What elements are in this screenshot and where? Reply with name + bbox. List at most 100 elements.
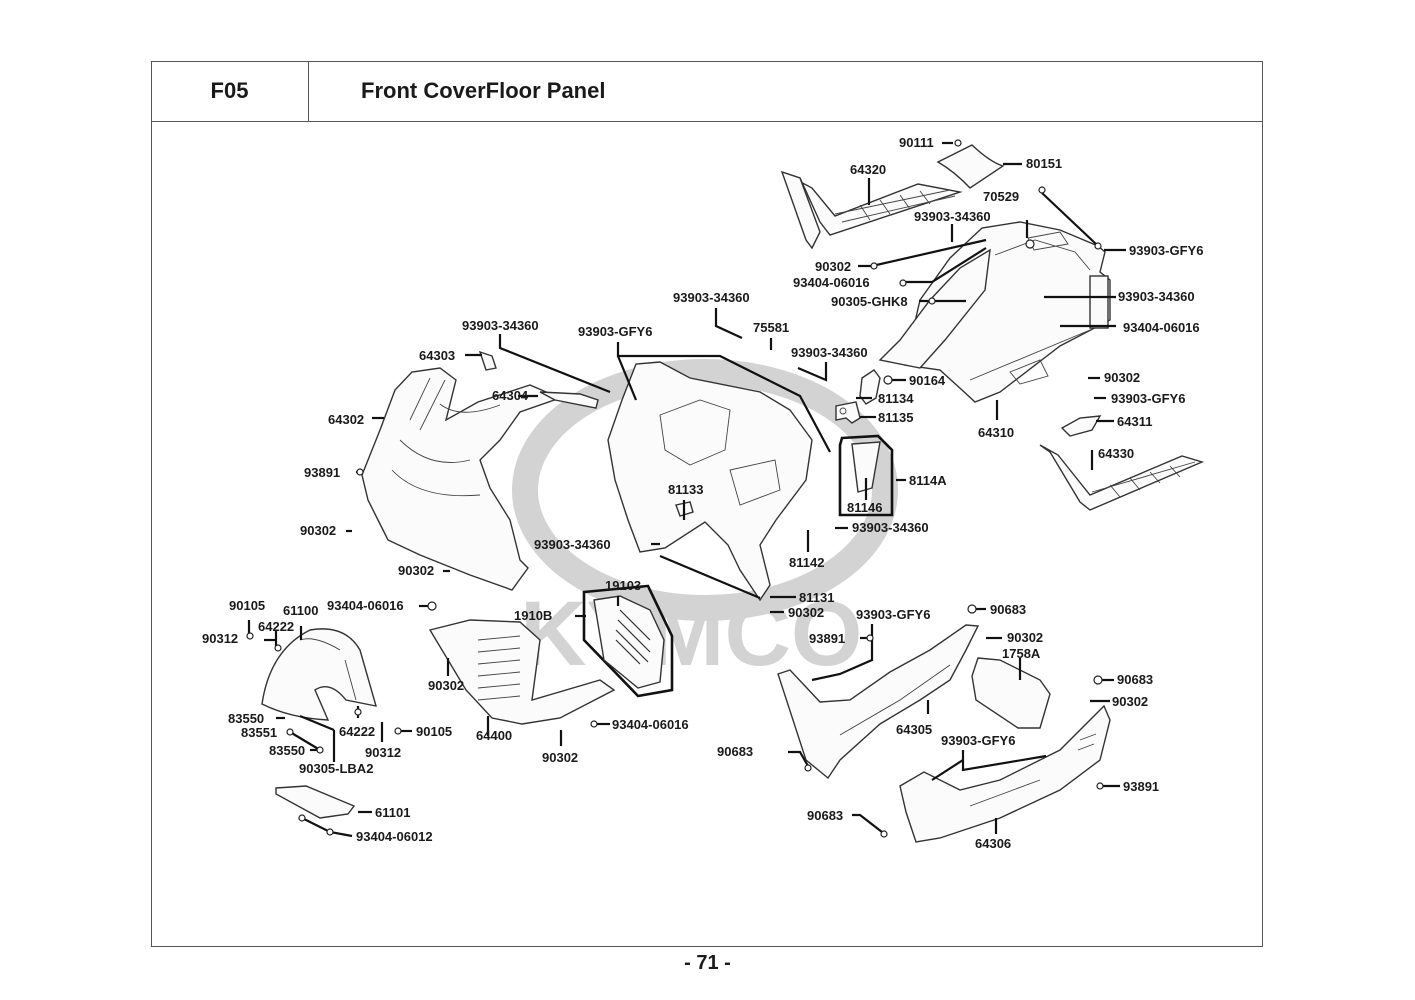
callout-81142: 81142 [789, 555, 824, 570]
callout-90105: 90105 [416, 724, 452, 739]
callout-90302: 90302 [815, 259, 851, 274]
callout-90683: 90683 [990, 602, 1026, 617]
callout-83550: 83550 [228, 711, 264, 726]
callout-93903-GFY6: 93903-GFY6 [856, 607, 930, 622]
callout-93404-06016: 93404-06016 [327, 598, 404, 613]
part-81146-hook [851, 441, 881, 493]
callout-93903-GFY6: 93903-GFY6 [578, 324, 652, 339]
callout-64304: 64304 [492, 388, 529, 403]
callout-90302: 90302 [1104, 370, 1140, 385]
callout-90302: 90302 [428, 678, 464, 693]
part-81135-plate [835, 401, 861, 424]
callout-1910B: 1910B [514, 608, 552, 623]
callout-64311: 64311 [1117, 414, 1152, 429]
callout-19103: 19103 [605, 578, 641, 593]
page-title: Front CoverFloor Panel [309, 61, 1263, 122]
callout-81133: 81133 [668, 482, 703, 497]
callout-61101: 61101 [375, 805, 410, 820]
callout-90302: 90302 [1112, 694, 1148, 709]
callout-90302: 90302 [1007, 630, 1043, 645]
part-64304-grille [539, 391, 599, 409]
callout-83550: 83550 [269, 743, 305, 758]
callout-93903-34360: 93903-34360 [673, 290, 750, 305]
callout-90683: 90683 [807, 808, 843, 823]
callout-90105: 90105 [229, 598, 265, 613]
callout-64330: 64330 [1098, 446, 1134, 461]
callout-93891: 93891 [1123, 779, 1159, 794]
callout-93404-06016: 93404-06016 [1123, 320, 1200, 335]
part-8114A-kit-box [838, 434, 894, 517]
callout-93404-06012: 93404-06012 [356, 829, 433, 844]
callout-90312: 90312 [365, 745, 401, 760]
callout-90302: 90302 [300, 523, 336, 538]
callout-93903-34360: 93903-34360 [791, 345, 868, 360]
callout-81134: 81134 [878, 391, 914, 406]
callout-labels: 90111 80151 64320 70529 93903-34360 9390… [202, 135, 1203, 851]
callout-61100: 61100 [283, 603, 318, 618]
part-64330-floor-mat [1039, 444, 1205, 511]
part-64302-front-cover [361, 367, 562, 591]
callout-90302: 90302 [788, 605, 824, 620]
callout-93891: 93891 [304, 465, 340, 480]
part-64311-badge [1060, 415, 1102, 437]
callout-93903-GFY6: 93903-GFY6 [941, 733, 1015, 748]
callout-93903-34360: 93903-34360 [462, 318, 539, 333]
fasteners [246, 139, 1104, 838]
callout-64305: 64305 [896, 722, 932, 737]
part-64305-side-cover [777, 624, 980, 780]
callout-90302: 90302 [542, 750, 578, 765]
callout-90111: 90111 [899, 135, 934, 150]
part-61100-front-fender [261, 628, 377, 721]
part-1910B-kit-box [582, 584, 674, 698]
callout-64222: 64222 [339, 724, 375, 739]
part-64303-bracket [478, 350, 497, 371]
callout-90312: 90312 [202, 631, 238, 646]
callout-93404-06016: 93404-06016 [793, 275, 870, 290]
callout-8114A: 8114A [909, 473, 947, 488]
part-81134-bracket [859, 369, 881, 405]
part-64320-floor-mat [780, 170, 963, 250]
callout-93903-34360: 93903-34360 [534, 537, 611, 552]
part-1758A-cover [971, 657, 1051, 729]
callout-93404-06016: 93404-06016 [612, 717, 689, 732]
callout-93903-34360: 93903-34360 [1118, 289, 1195, 304]
callout-90683: 90683 [717, 744, 753, 759]
callout-83551: 83551 [241, 725, 277, 740]
part-61101-plate [275, 785, 356, 819]
section-code: F05 [151, 61, 309, 122]
callout-90683: 90683 [1117, 672, 1153, 687]
leader-lines [247, 141, 1126, 838]
page-number: - 71 - [684, 952, 731, 974]
callout-81146: 81146 [847, 500, 882, 515]
callout-90305-LBA2: 90305-LBA2 [299, 761, 373, 776]
callout-64310: 64310 [978, 425, 1014, 440]
callout-93891: 93891 [809, 631, 845, 646]
part-19103-shield [593, 595, 665, 689]
callout-90302: 90302 [398, 563, 434, 578]
callout-64302: 64302 [328, 412, 364, 427]
callout-64306: 64306 [975, 836, 1011, 851]
part-64400-inner-lower [428, 619, 616, 725]
part-64306-under-cover [899, 704, 1111, 843]
callout-70529: 70529 [983, 189, 1019, 204]
callout-93903-34360: 93903-34360 [914, 209, 991, 224]
callout-93903-GFY6: 93903-GFY6 [1111, 391, 1185, 406]
callout-90305-GHK8: 90305-GHK8 [831, 294, 908, 309]
callout-64222: 64222 [258, 619, 294, 634]
part-64305-inner-cover-assembly [607, 361, 813, 602]
callout-93903-GFY6: 93903-GFY6 [1129, 243, 1203, 258]
callout-1758A: 1758A [1002, 646, 1041, 661]
callout-81135: 81135 [878, 410, 913, 425]
callout-93903-34360: 93903-34360 [852, 520, 929, 535]
watermark-text: KYMCO [520, 583, 862, 685]
callout-75581: 75581 [753, 320, 789, 335]
part-80151-lid [936, 144, 1005, 189]
diagram-frame [151, 61, 1263, 947]
callout-90164: 90164 [909, 373, 946, 388]
callout-81131: 81131 [799, 590, 834, 605]
callout-64400: 64400 [476, 728, 512, 743]
callout-64303: 64303 [419, 348, 455, 363]
watermark-ring [512, 359, 898, 621]
callout-80151: 80151 [1026, 156, 1062, 171]
